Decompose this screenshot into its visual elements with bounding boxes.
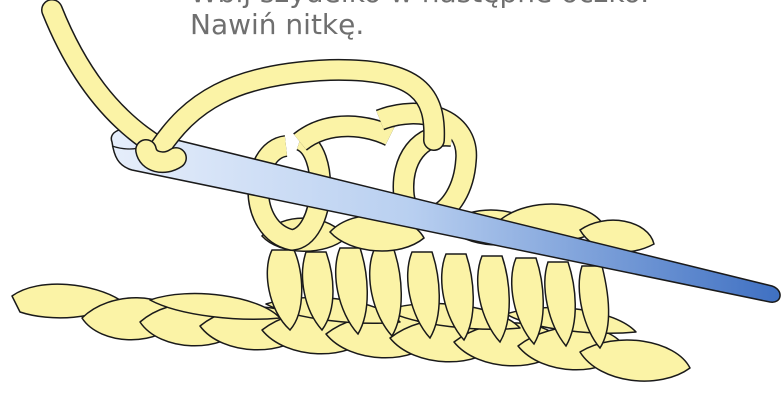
loop-mid-fill: [300, 126, 390, 142]
instruction-partial-line: Wbij szydełko w następne oczko.: [190, 0, 649, 8]
instruction-text: Nawiń nitkę.: [190, 10, 364, 40]
chain-end: [580, 340, 690, 381]
yarn-strand: [52, 10, 160, 148]
